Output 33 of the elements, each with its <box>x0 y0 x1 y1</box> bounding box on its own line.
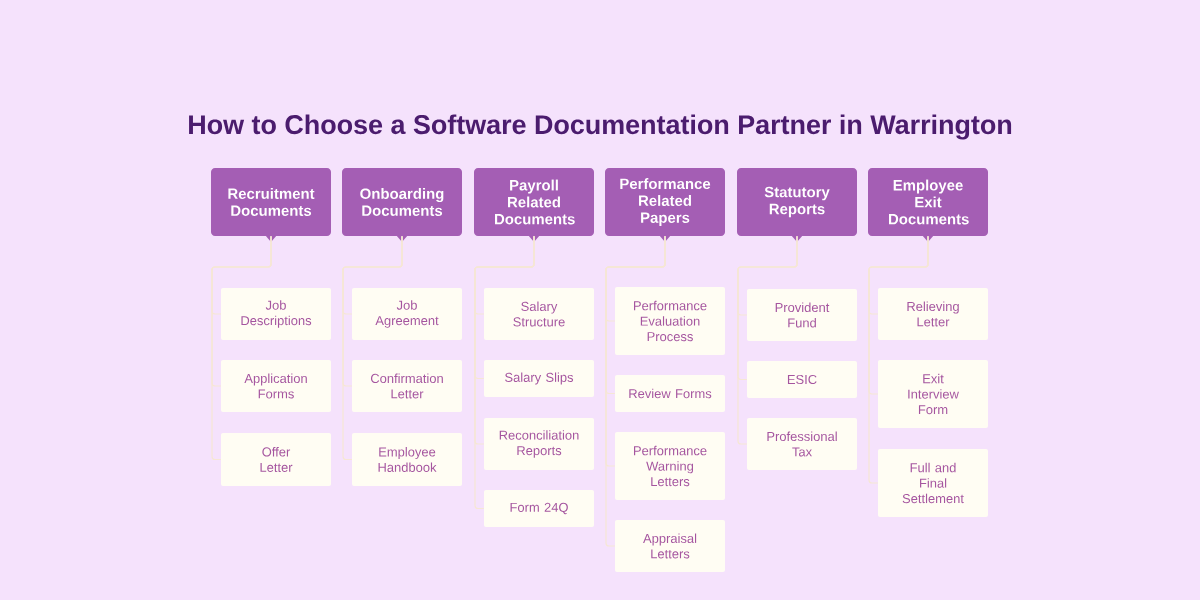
document-card: Relieving Letter <box>878 288 988 340</box>
category-header: Recruitment Documents <box>211 168 331 242</box>
category-header: Payroll Related Documents <box>474 168 594 242</box>
document-card: Job Descriptions <box>221 288 331 340</box>
connector-line <box>737 235 798 445</box>
connector-line <box>868 235 929 484</box>
document-card: Form 24Q <box>484 490 594 527</box>
connector-line <box>211 235 272 461</box>
category-header: Performance Related Papers <box>605 168 725 242</box>
document-card: Salary Slips <box>484 360 594 397</box>
connector-line <box>342 235 403 461</box>
connector-line <box>474 235 535 510</box>
title: How to Choose a Software Documentation Partner in Warrington <box>189 114 1012 140</box>
category-header: Employee Exit Documents <box>868 168 988 242</box>
category-header: Statutory Reports <box>737 168 857 242</box>
document-card: Exit Interview Form <box>878 360 988 428</box>
document-card: Appraisal Letters <box>615 520 725 572</box>
document-card: Professional Tax <box>747 418 857 470</box>
document-card: Employee Handbook <box>352 433 462 486</box>
document-card: Full and Final Settlement <box>878 449 988 517</box>
document-card: Application Forms <box>221 360 331 412</box>
connector-line <box>605 235 666 547</box>
document-card: ESIC <box>747 361 857 398</box>
document-card: Offer Letter <box>221 433 331 486</box>
document-card: Performance Evaluation Process <box>615 287 725 355</box>
document-card: Salary Structure <box>484 288 594 340</box>
document-card: Reconciliation Reports <box>484 418 594 470</box>
document-card: Performance Warning Letters <box>615 432 725 500</box>
document-card: Confirmation Letter <box>352 360 462 412</box>
document-card: Provident Fund <box>747 289 857 341</box>
category-header: Onboarding Documents <box>342 168 462 242</box>
document-card: Job Agreement <box>352 288 462 340</box>
document-card: Review Forms <box>615 375 725 412</box>
